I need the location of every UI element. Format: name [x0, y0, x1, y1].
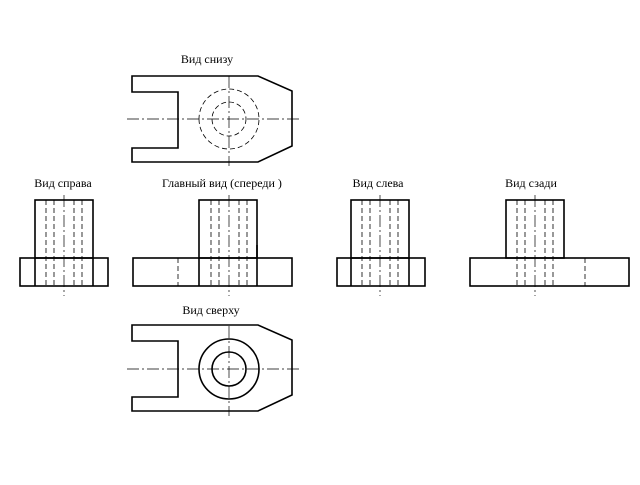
- label-top-view: Вид сверху: [182, 303, 239, 317]
- right-view: [19, 195, 109, 296]
- rear-view: [469, 195, 630, 296]
- front-view-boss: [198, 199, 258, 259]
- label-right-view: Вид справа: [34, 176, 92, 190]
- label-rear-view: Вид сзади: [505, 176, 557, 190]
- label-front-view: Главный вид (спереди ): [162, 176, 282, 190]
- bottom-view-outline: [131, 75, 293, 163]
- left-view-base: [336, 257, 426, 287]
- bottom-view: [127, 75, 302, 166]
- rear-view-base: [469, 257, 630, 287]
- rear-view-boss: [505, 199, 565, 259]
- top-view-outline: [131, 324, 293, 412]
- label-left-view: Вид слева: [352, 176, 404, 190]
- left-view: [336, 195, 426, 296]
- left-view-boss: [350, 199, 410, 259]
- top-view: [127, 324, 302, 416]
- front-view: [132, 195, 293, 296]
- front-view-base: [132, 257, 293, 287]
- right-view-boss: [34, 199, 94, 259]
- label-bottom-view: Вид снизу: [181, 52, 233, 66]
